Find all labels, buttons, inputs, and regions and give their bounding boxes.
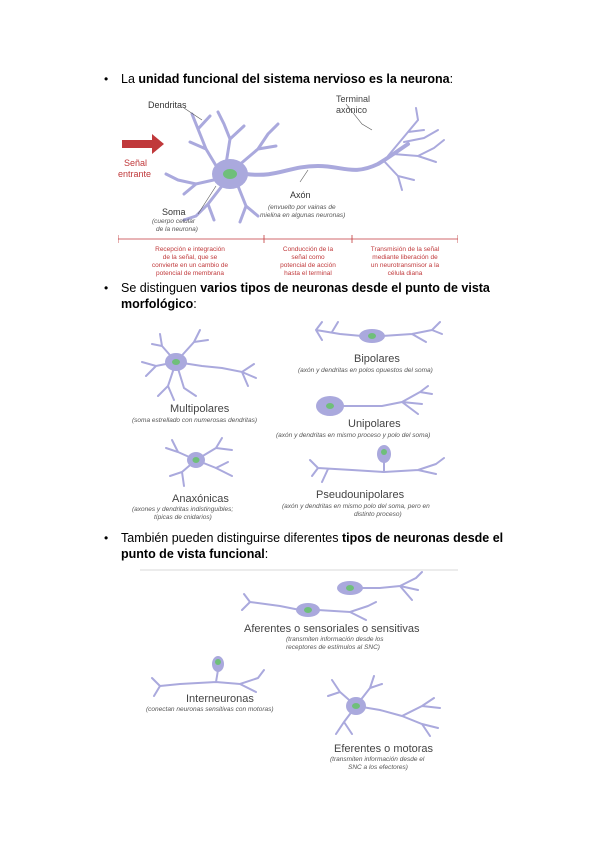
soma-sub-2: de la neurona) [156, 226, 198, 233]
svg-text:potencial de membrana: potencial de membrana [156, 270, 224, 277]
svg-text:Recepción e integración: Recepción e integración [155, 246, 225, 253]
senal-label-1: Señal [124, 158, 147, 168]
svg-text:receptores de estímulos al SNC: receptores de estímulos al SNC) [286, 644, 380, 651]
aferentes-label: Aferentes o sensoriales o sensitivas [244, 623, 420, 635]
anaxonicas-label: Anaxónicas [172, 493, 229, 505]
axon-label: Axón [290, 190, 311, 200]
bullet-text: Se distinguen varios tipos de neuronas d… [121, 281, 490, 295]
svg-text:hasta el terminal: hasta el terminal [284, 270, 332, 277]
svg-text:(axón y dendritas en mismo pro: (axón y dendritas en mismo proceso y pol… [276, 432, 430, 439]
svg-text:un neurotransmisor a la: un neurotransmisor a la [371, 262, 440, 269]
bullet-text: También pueden distinguirse diferentes t… [121, 531, 504, 545]
svg-text:(soma estrellado con numerosas: (soma estrellado con numerosas dendritas… [132, 417, 257, 424]
bullet-text-line2: punto de vista funcional: [121, 547, 269, 561]
functional-types-figure: Aferentes o sensoriales o sensitivas Int… [140, 566, 460, 776]
signal-arrow-icon [122, 134, 164, 154]
terminal-label-1: Terminal [336, 94, 370, 104]
dendritas-label: Dendritas [148, 100, 187, 110]
svg-text:célula diana: célula diana [388, 270, 423, 277]
svg-text:(axón y dendritas en mismo pol: (axón y dendritas en mismo polo del soma… [282, 503, 430, 510]
bullet-text: La unidad funcional del sistema nervioso… [121, 72, 454, 86]
svg-text:(transmiten información desde: (transmiten información desde el [330, 756, 425, 763]
multipolares-label: Multipolares [170, 403, 230, 415]
senal-label-2: entrante [118, 169, 151, 179]
eferentes-label: Eferentes o motoras [334, 743, 434, 755]
svg-text:distinto proceso): distinto proceso) [354, 511, 402, 518]
interneuronas-label: Interneuronas [186, 693, 254, 705]
svg-text:Transmisión de la señal: Transmisión de la señal [371, 246, 440, 253]
svg-text:(transmiten información desde: (transmiten información desde los [286, 636, 384, 643]
soma-label: Soma [162, 207, 186, 217]
svg-text:Conducción de la: Conducción de la [283, 246, 334, 253]
svg-text:(axones y dendritas indistingu: (axones y dendritas indistinguibles; [132, 506, 233, 513]
svg-text:mediante liberación de: mediante liberación de [372, 254, 438, 261]
svg-text:de la señal, que se: de la señal, que se [163, 254, 218, 261]
bipolares-label: Bipolares [354, 353, 400, 365]
svg-text:(axón y dendritas en polos opu: (axón y dendritas en polos opuestos del … [298, 367, 433, 374]
svg-text:típicas de cnidarios): típicas de cnidarios) [154, 514, 212, 521]
bullet-dot: • [104, 531, 109, 545]
svg-text:convierte en un cambio de: convierte en un cambio de [152, 262, 229, 269]
svg-text:(conectan neuronas sensitivas: (conectan neuronas sensitivas con motora… [146, 706, 274, 713]
soma-sub-1: (cuerpo celular [152, 218, 196, 225]
unipolares-label: Unipolares [348, 418, 401, 430]
nucleus-icon [223, 169, 237, 179]
morphological-types-figure: Bipolares Multipolares Unipolares Anaxón… [122, 316, 472, 521]
axon-sub-2: mielina en algunas neuronas) [260, 212, 345, 219]
svg-text:potencial de acción: potencial de acción [280, 262, 336, 269]
svg-text:señal como: señal como [291, 254, 325, 261]
terminal-label-2: axónico [336, 105, 367, 115]
svg-text:SNC a los efectores): SNC a los efectores) [348, 764, 408, 771]
pseudounipolares-label: Pseudounipolares [316, 489, 405, 501]
bullet-dot: • [104, 72, 109, 86]
axon-sub-1: (envuelto por vainas de [268, 204, 336, 211]
bullet-text-line2: morfológico: [121, 297, 197, 311]
bullet-dot: • [104, 281, 109, 295]
neuron-anatomy-figure: Dendritas Terminal axónico Señal entrant… [118, 94, 458, 279]
